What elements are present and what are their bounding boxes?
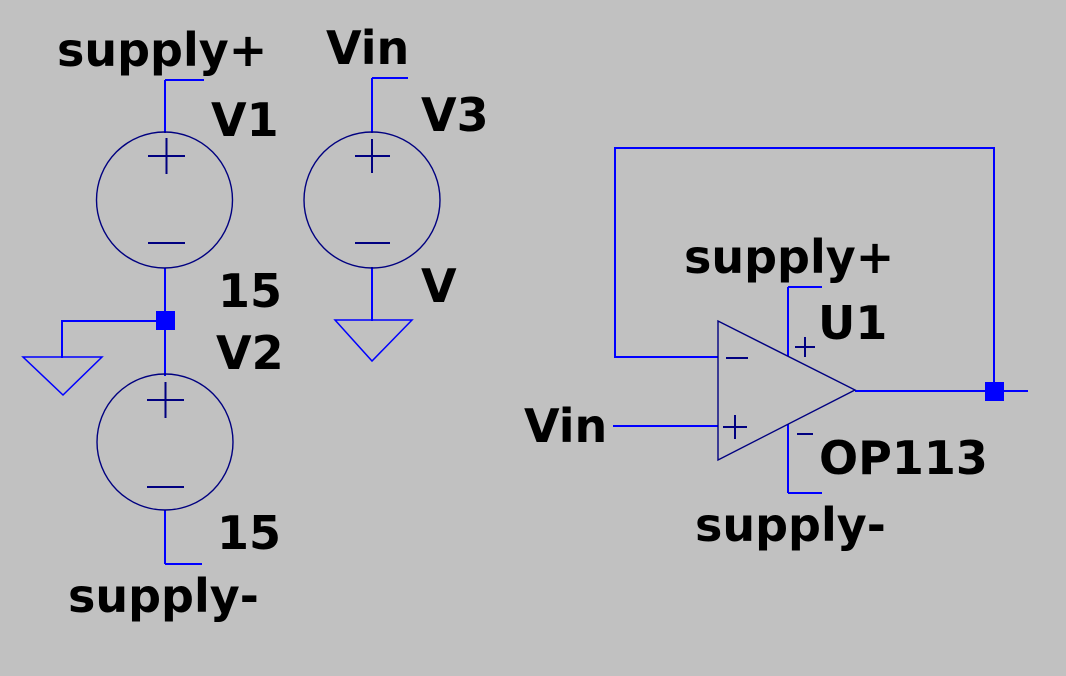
net-label-vin-input[interactable]: Vin [524,399,608,453]
ground-symbol-left[interactable] [21,356,104,397]
voltage-source-v3-symbol[interactable] [303,131,441,269]
component-part-u1[interactable]: OP113 [819,431,988,485]
ground-symbol-v3[interactable] [333,319,414,363]
junction-supply-midpoint[interactable] [156,311,175,330]
opamp-triangle[interactable] [717,319,857,462]
component-value-v3[interactable]: V [421,259,457,313]
net-label-supply-minus-opamp[interactable]: supply- [695,498,886,552]
net-label-supply-minus-left[interactable]: supply- [68,569,259,623]
component-name-v2[interactable]: V2 [216,326,284,380]
voltage-source-v1-symbol[interactable] [95,131,234,269]
component-value-v1[interactable]: 15 [218,264,283,318]
component-value-v2[interactable]: 15 [217,506,282,560]
v1-circle[interactable] [95,131,234,269]
v2-circle[interactable] [96,373,234,511]
v3-circle[interactable] [303,131,441,269]
junction-output-node[interactable] [985,382,1004,401]
net-label-supply-plus-opamp[interactable]: supply+ [684,230,895,284]
net-label-supply-plus-left[interactable]: supply+ [57,23,268,77]
net-label-vin-source[interactable]: Vin [326,21,410,75]
voltage-source-v2-symbol[interactable] [96,373,234,511]
component-name-v3[interactable]: V3 [421,88,489,142]
component-name-v1[interactable]: V1 [211,93,279,147]
wire-group [61,77,1028,565]
opamp-u1-symbol[interactable] [717,319,857,462]
component-name-u1[interactable]: U1 [818,296,888,350]
